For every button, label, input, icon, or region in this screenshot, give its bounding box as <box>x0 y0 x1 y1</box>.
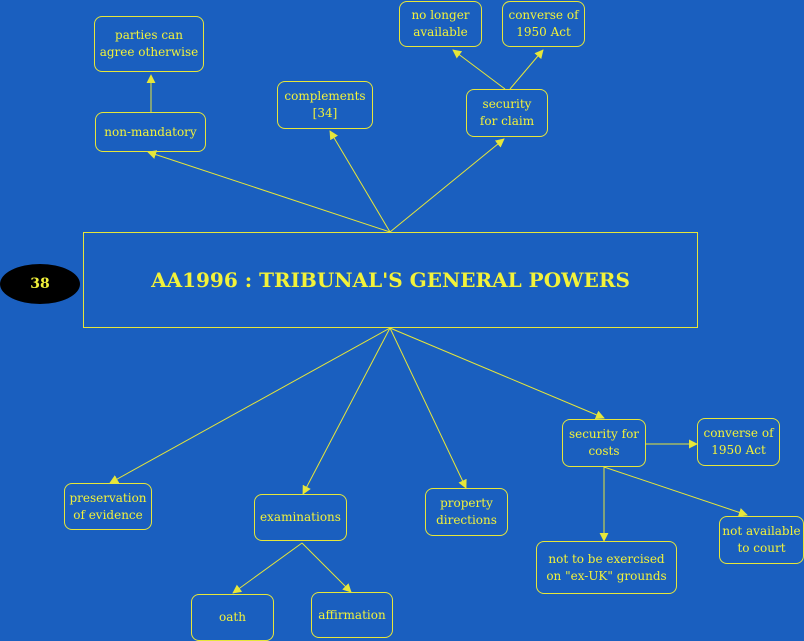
node-no-longer-available: no longer available <box>399 1 482 47</box>
node-preservation-of-evidence: preservation of evidence <box>64 483 152 530</box>
node-security-for-claim: security for claim <box>466 89 548 137</box>
edge-main-security-costs <box>389 327 605 420</box>
edge-securityclaim-nolonger <box>452 49 506 90</box>
node-oath: oath <box>191 594 274 641</box>
edge-examinations-oath <box>232 542 303 594</box>
node-not-to-be-exercised: not to be exercised on "ex-UK" grounds <box>536 541 677 594</box>
edge-main-security-claim <box>389 138 505 233</box>
edge-main-preservation <box>109 327 391 484</box>
node-converse-of-1950-act-top: converse of 1950 Act <box>502 1 585 47</box>
page-number: 38 <box>30 276 50 292</box>
edge-main-complements <box>329 130 391 233</box>
node-converse-of-1950-act-right: converse of 1950 Act <box>697 418 780 466</box>
node-security-for-costs: security for costs <box>562 419 646 467</box>
node-parties-can-agree: parties can agree otherwise <box>94 16 204 72</box>
node-not-available-to-court: not available to court <box>719 516 804 564</box>
node-complements: complements [34] <box>277 81 373 129</box>
node-examinations: examinations <box>254 494 347 541</box>
edge-main-non-mandatory <box>147 150 391 233</box>
page-number-badge: 38 <box>0 264 80 304</box>
edge-examinations-affirmation <box>301 542 352 593</box>
edge-main-property <box>389 327 467 489</box>
main-title: AA1996 : TRIBUNAL'S GENERAL POWERS <box>151 268 630 292</box>
node-affirmation: affirmation <box>311 592 393 638</box>
edge-main-examinations <box>302 327 391 495</box>
node-non-mandatory: non-mandatory <box>95 112 206 152</box>
main-topic-box: AA1996 : TRIBUNAL'S GENERAL POWERS <box>83 232 698 328</box>
node-property-directions: property directions <box>425 488 508 536</box>
edge-securitycosts-notavailable <box>603 466 748 517</box>
edge-securityclaim-converse <box>509 49 544 90</box>
